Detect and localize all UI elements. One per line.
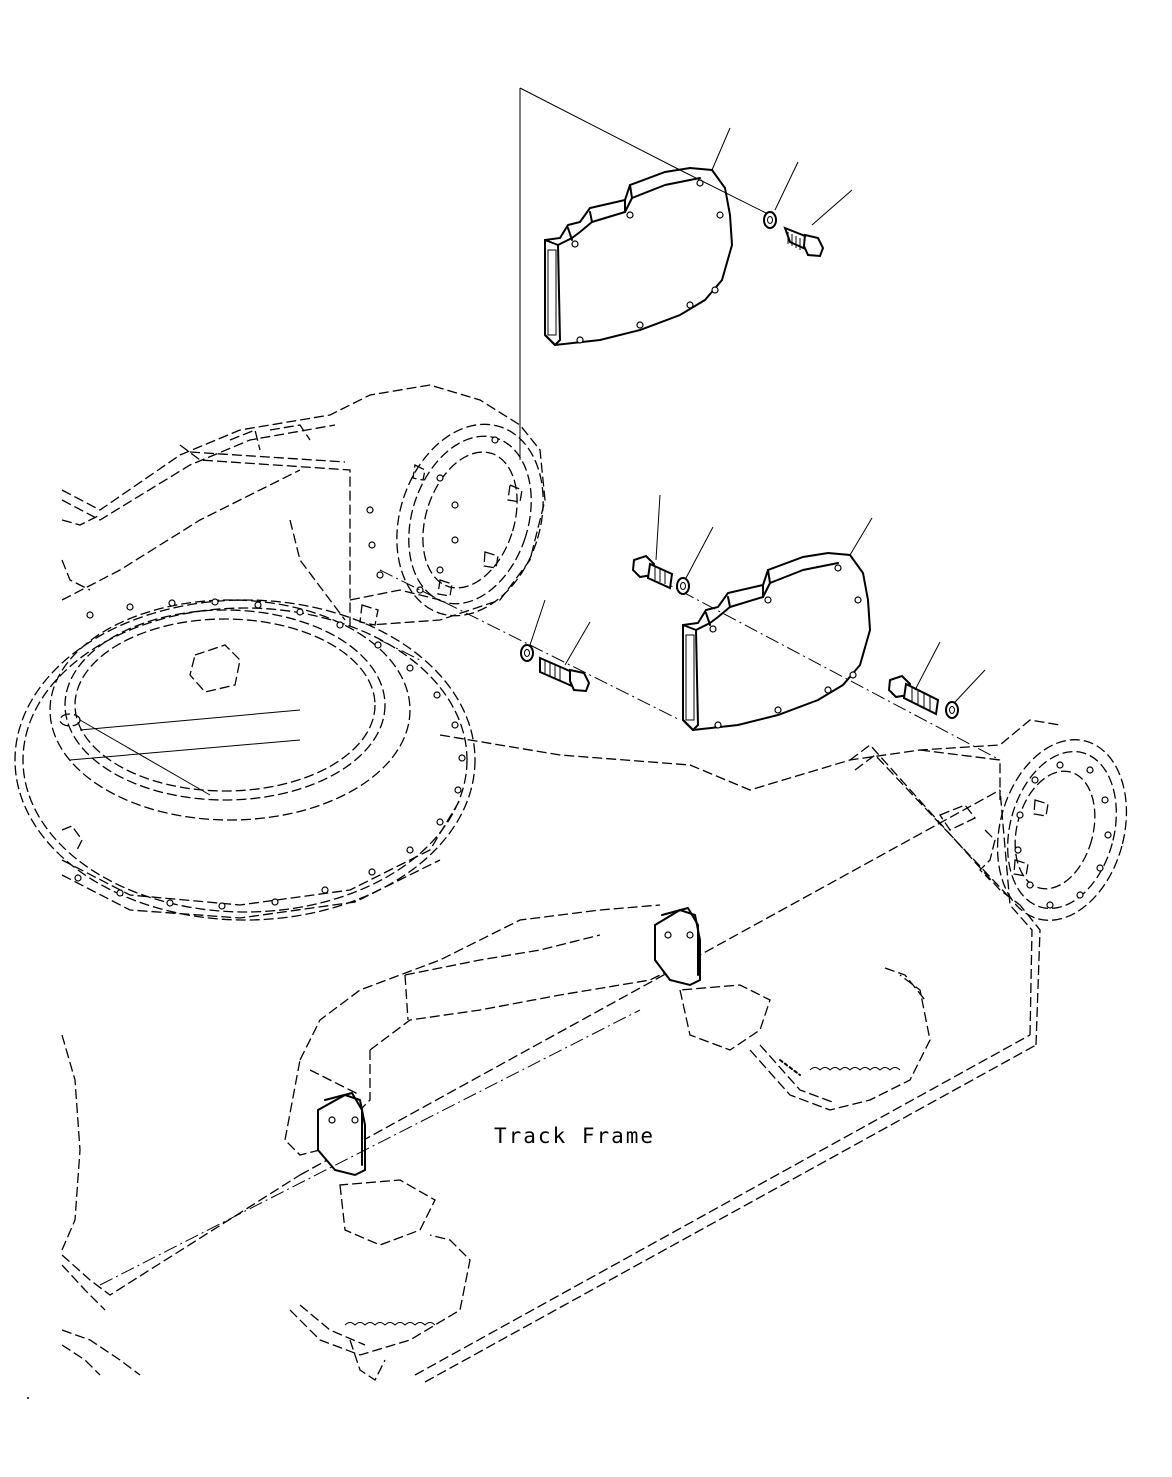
leader-line (685, 526, 714, 579)
track-frame-phantom (61, 639, 1128, 1383)
leader-line (914, 641, 941, 691)
bolt-mid-left (631, 554, 674, 590)
leader-line (519, 87, 681, 171)
leader-line (655, 494, 661, 561)
stray-dot (27, 1397, 29, 1399)
bolt-left (539, 656, 591, 693)
track-frame-label: Track Frame (494, 1124, 656, 1148)
leader-line (811, 189, 853, 226)
washer-upper (763, 211, 777, 229)
leader-line (564, 621, 591, 666)
leader-line (774, 161, 799, 211)
center-line (379, 569, 681, 721)
washer-mid-left (676, 577, 690, 595)
leader-line (849, 517, 873, 556)
leader-line (679, 169, 771, 216)
leader-line (711, 127, 731, 171)
leader-line (529, 599, 546, 646)
bolt-upper (783, 226, 825, 258)
washer-mid-right (945, 701, 959, 719)
swing-circle-phantom (14, 598, 476, 921)
washer-left (520, 644, 534, 662)
leader-line (954, 669, 986, 703)
center-line (659, 579, 1001, 761)
cover-upper (544, 166, 734, 347)
bolt-mid-right (887, 674, 940, 716)
upper-structure-phantom (61, 384, 546, 630)
